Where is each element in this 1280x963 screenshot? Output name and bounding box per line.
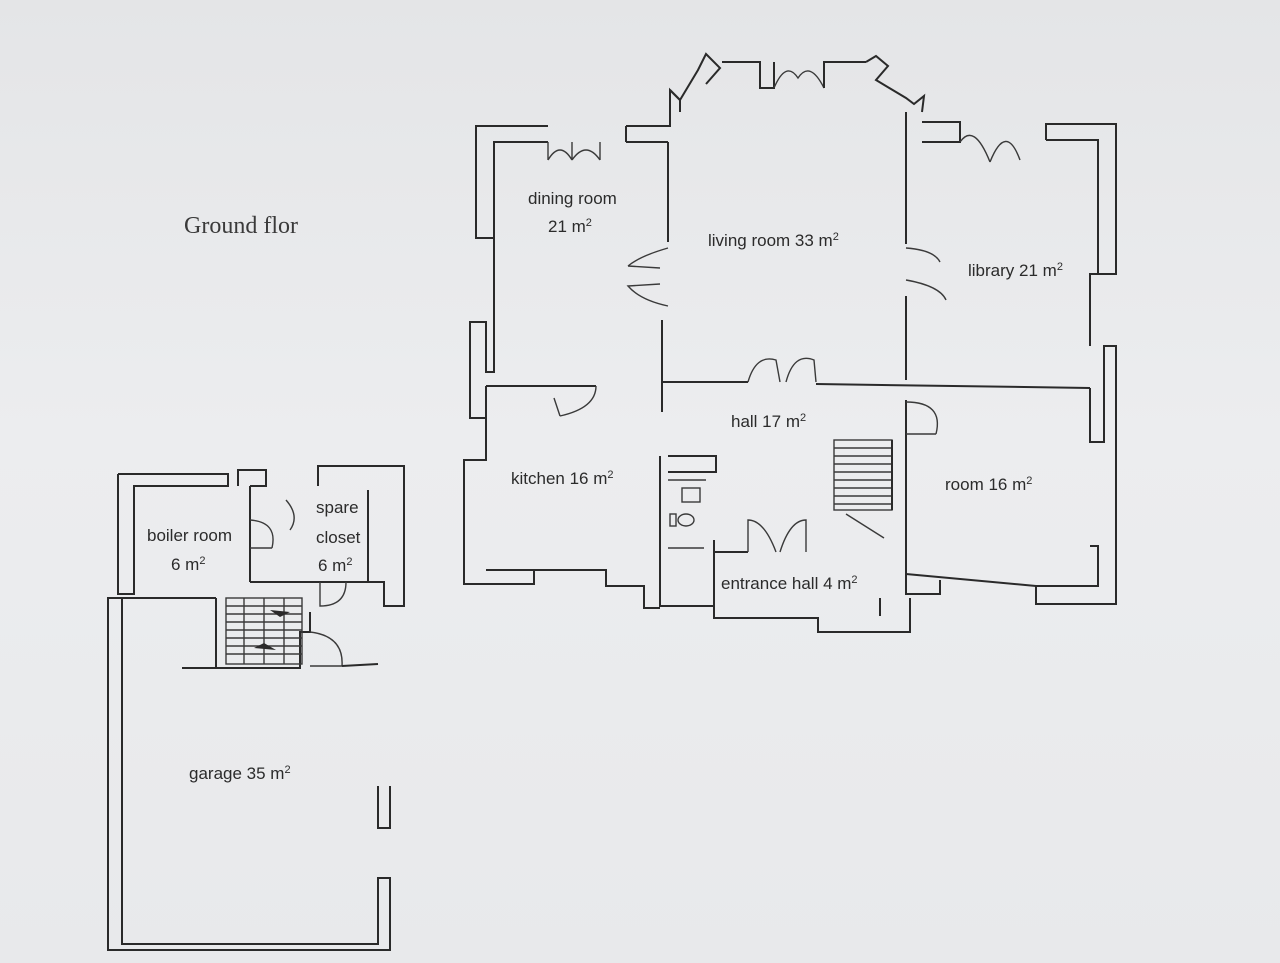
main-house-walls [463,52,1117,633]
garage-east-wall [377,786,391,829]
room-south-wall [905,573,1037,587]
hall-label: hall 17 m2 [731,412,806,431]
living-bay-top-right [823,61,866,88]
entrance-south-walls [713,598,911,633]
hall-double-door [747,357,817,383]
entrance-hall-label: entrance hall 4 m2 [721,574,858,593]
toilet-icon [677,513,695,527]
garage-label: garage 35 m2 [189,764,291,783]
wc-top [668,455,717,473]
dining-french-door [547,142,601,161]
library-east-lower [1089,273,1098,346]
dining-room-north-right-wall [626,87,681,127]
library-east-wall [1045,123,1117,275]
wc-walls [659,456,715,607]
library-label: library 21 m2 [968,261,1063,280]
room-door [905,401,938,435]
living-room-label: living room 33 m2 [708,231,839,250]
room-south-stub [905,574,941,595]
garage-west-wall [107,597,391,951]
dining-room-label: dining room [528,189,617,208]
toilet-tank [669,513,677,527]
garage-stair-bottom [182,612,311,669]
closet-door [319,581,347,607]
garage-north-wall-right [341,663,379,667]
entrance-double-door [747,519,807,553]
living-bay-left [669,52,722,102]
sink-icon [681,487,701,503]
living-french-door [773,70,825,89]
boiler-room-area: 6 m2 [171,555,205,574]
dining-room-west-wall [469,238,495,419]
room-label: room 16 m2 [945,475,1032,494]
dining-room-wall [475,125,548,239]
library-french-door [959,134,1021,163]
closet-door-hint [285,499,295,531]
kitchen-south-wall [534,569,660,609]
kitchen-door [553,385,597,417]
annex-north-mid [237,469,267,487]
boiler-door [249,519,274,549]
dining-room-area: 21 m2 [548,217,592,236]
room-labels: dining room 21 m2 living room 33 m2 libr… [147,189,1063,783]
garage-stairs [225,597,303,665]
living-east-door [905,247,947,301]
spare-closet-label-1: spare [316,498,359,517]
kitchen-west-wall [463,418,535,585]
plan-title: Ground flor [184,213,298,239]
annex-walls [107,465,405,951]
annex-north-right [317,465,405,607]
annex-outer-north [117,473,229,595]
living-west-door [626,247,669,307]
living-bay-top [722,61,775,89]
boiler-room-label: boiler room [147,526,232,545]
garage-door [309,631,343,667]
living-bay-right [865,54,926,113]
main-stairs [833,439,893,539]
room-east-wall [1035,345,1117,605]
library-north-wall [922,121,961,143]
hall-north-wall-right [815,383,1091,389]
stairs-up-arrow-icon [270,610,290,617]
spare-closet-label-2: closet [316,528,361,547]
kitchen-label: kitchen 16 m2 [511,469,614,488]
spare-closet-area: 6 m2 [318,556,352,575]
stairs-down-arrow-icon [254,643,276,650]
